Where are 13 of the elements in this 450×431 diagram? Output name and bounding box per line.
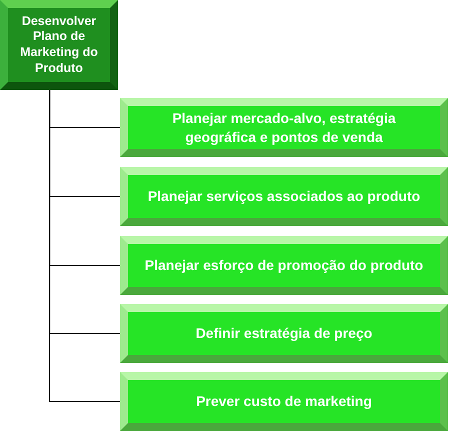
box-label: Planejar mercado-alvo, estratégia geográfica e pontos de venda <box>171 109 397 146</box>
connector-line <box>49 90 120 402</box>
process-box <box>120 304 448 363</box>
process-box <box>120 98 448 157</box>
process-box <box>0 0 118 90</box>
process-box <box>120 167 448 226</box>
process-box <box>120 372 448 431</box>
box-label: Planejar esforço de promoção do produto <box>144 256 424 275</box>
box-label: Prever custo de marketing <box>196 392 372 411</box>
process-box <box>120 236 448 295</box>
box-label: Definir estratégia de preço <box>196 324 372 343</box>
box-label: Desenvolver Plano de Marketing do Produto <box>19 14 99 76</box>
box-label: Planejar serviços associados ao produto <box>148 187 420 206</box>
